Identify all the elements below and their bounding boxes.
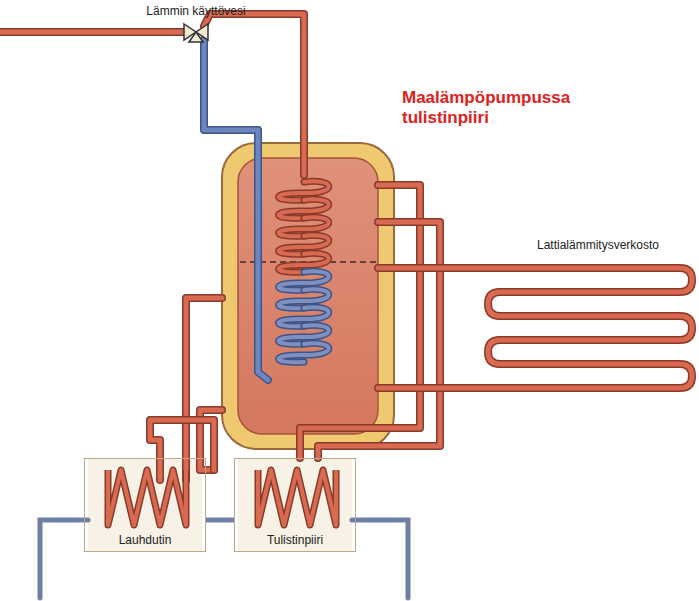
exchanger-box: Tulistinpiiri	[234, 458, 356, 552]
floor-heating-label: Lattialämmitysverkosto	[537, 238, 659, 252]
box-label: Lauhdutin	[85, 533, 205, 547]
coil-stroke	[279, 343, 329, 362]
heating-pipes	[150, 185, 692, 480]
pipe	[378, 268, 692, 388]
pipe	[318, 222, 440, 458]
refrigerant-line	[206, 518, 234, 523]
refrigerant-pipe	[40, 520, 408, 598]
box-label: Tulistinpiiri	[235, 533, 355, 547]
exchanger-zigzag	[108, 470, 336, 525]
pipe	[150, 420, 214, 480]
mixing-valve	[184, 24, 208, 42]
cold-water-pipe	[204, 40, 268, 380]
hot-water-pipe	[0, 28, 186, 36]
hot-water-label: Lämmin käyttövesi	[146, 4, 245, 18]
pipe-outline	[378, 268, 692, 388]
diagram-title: Maalämpöpumpussa tulistinpiiri	[402, 88, 577, 127]
exchanger-box: Lauhdutin	[84, 458, 206, 552]
heat-exchanger-coil	[279, 181, 329, 362]
hot-water-pipe	[0, 30, 186, 35]
tank-insulation	[222, 143, 394, 449]
coil-stroke	[279, 343, 329, 362]
pipe-outline	[150, 420, 214, 480]
pipe-outline	[318, 222, 440, 458]
cold-water-pipe	[204, 40, 268, 380]
